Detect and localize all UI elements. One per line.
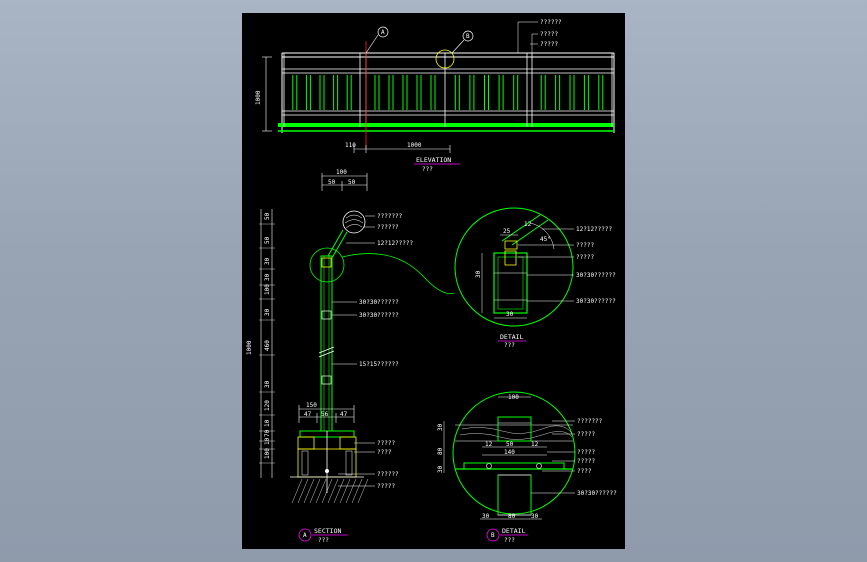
- section-left-dim: 30: [264, 380, 271, 388]
- detail-a-callout-circle: [309, 247, 345, 283]
- detail-b-callout-1: ???????: [577, 418, 603, 425]
- detail-a-dim-2: 12: [524, 221, 532, 228]
- section-callout-7: ?????: [377, 440, 395, 447]
- detail-a-callout-2: ?????: [576, 242, 594, 249]
- section-marker-circle: [298, 528, 312, 542]
- detail-a-dim-1: 25: [503, 228, 511, 235]
- detail-b-callout-5: ????: [577, 468, 592, 475]
- section-base-dim-1: 150: [306, 402, 317, 409]
- detail-b-marker-circle: [486, 528, 500, 542]
- detail-b-circle: [452, 391, 576, 515]
- section-base-dim-4: 47: [340, 411, 348, 418]
- elevation-callout-3: ?????: [540, 41, 558, 48]
- section-left-dim: 30: [264, 308, 271, 316]
- section-title: SECTION: [314, 527, 341, 535]
- section-callout-3: 12?12?????: [377, 240, 414, 247]
- marker-b-circle: [462, 30, 474, 42]
- detail-a-dim-3: 30: [475, 270, 482, 278]
- handrail-section-circle: [342, 210, 366, 234]
- detail-b-marker-label: B: [491, 532, 495, 539]
- cad-drawing: 1000 110 1000 A B ?????? ????? ????? ELE…: [246, 19, 617, 544]
- section-left-dim: 30: [264, 273, 271, 281]
- section-left-dim: 10: [264, 437, 271, 445]
- detail-a-title: DETAIL: [500, 333, 524, 341]
- section-left-dim: 100: [264, 448, 271, 459]
- detail-b-callout-4: ?????: [577, 458, 595, 465]
- section-base-dim-3: 56: [321, 411, 329, 418]
- section-callout-2: ??????: [377, 224, 399, 231]
- elevation-dim-left: 110: [345, 142, 356, 149]
- detail-b-dim-bottom-2: 80: [508, 513, 516, 520]
- detail-a-callout-3: ?????: [576, 254, 594, 261]
- detail-b-dim-bottom-3: 30: [531, 513, 539, 520]
- detail-b-dim-top-3: 50: [506, 441, 514, 448]
- marker-a-label: A: [381, 29, 385, 36]
- detail-b-callout-circle: [435, 49, 455, 69]
- marker-b-label: B: [466, 33, 470, 40]
- section-left-dim: 50: [264, 212, 271, 220]
- section-left-dim: 30: [264, 257, 271, 265]
- section-top-dim-1: 100: [336, 169, 347, 176]
- detail-a-dim-4: 30: [506, 311, 514, 318]
- detail-b-dim-top-1: 100: [508, 394, 519, 401]
- section-view: 100 50 50 505030301003046030120107010100…: [246, 169, 455, 544]
- section-callout-6: 15?15??????: [359, 361, 399, 368]
- section-callout-10: ?????: [377, 483, 395, 490]
- section-callout-1: ???????: [377, 213, 403, 220]
- section-overall-dim: 1000: [246, 340, 253, 355]
- detail-a-callout-4: 30?30??????: [576, 272, 616, 279]
- detail-b-dim-left-1: 30: [437, 423, 444, 431]
- detail-a-angle: 45°: [540, 236, 551, 243]
- section-left-dim: 10: [264, 419, 271, 427]
- elevation-title: ELEVATION: [416, 156, 451, 164]
- detail-b-dim-left-3: 30: [437, 465, 444, 473]
- section-left-dim: 100: [264, 284, 271, 295]
- section-callout-4: 30?30??????: [359, 299, 399, 306]
- detail-a-view: 25 12 45° 30 30 12?12????? ????? ????? 3…: [454, 207, 616, 349]
- section-callout-8: ????: [377, 449, 392, 456]
- detail-b-title: DETAIL: [502, 527, 526, 535]
- section-callout-9: ??????: [377, 471, 399, 478]
- cad-drawing-sheet: 1000 110 1000 A B ?????? ????? ????? ELE…: [242, 13, 625, 549]
- detail-b-callout-6: 30?30??????: [577, 490, 617, 497]
- section-top-dim-2: 50: [328, 179, 336, 186]
- section-top-dim-3: 50: [348, 179, 356, 186]
- detail-b-callout-3: ?????: [577, 449, 595, 456]
- elevation-callout-1: ??????: [540, 19, 562, 26]
- section-left-dim: 120: [264, 400, 271, 411]
- detail-b-dim-bottom-1: 30: [482, 513, 490, 520]
- section-callout-5: 30?30??????: [359, 312, 399, 319]
- detail-a-callout-1: 12?12?????: [576, 226, 613, 233]
- detail-b-dim-left-2: 80: [437, 447, 444, 455]
- section-subtitle: ???: [318, 537, 329, 544]
- elevation-dim-span: 1000: [407, 142, 422, 149]
- section-left-dim: 70: [264, 429, 271, 437]
- section-left-dim: 50: [264, 236, 271, 244]
- detail-b-callout-2: ?????: [577, 431, 595, 438]
- detail-a-subtitle: ???: [504, 342, 515, 349]
- section-base-dim-2: 47: [304, 411, 312, 418]
- section-marker-label: A: [303, 532, 307, 539]
- detail-b-subtitle: ???: [504, 537, 515, 544]
- detail-a-circle: [454, 207, 574, 327]
- detail-b-dim-top-2: 12: [485, 441, 493, 448]
- section-left-dim: 460: [264, 340, 271, 351]
- elevation-callout-2: ?????: [540, 31, 558, 38]
- elevation-height-dim: 1000: [255, 90, 262, 105]
- elevation-subtitle: ???: [422, 166, 433, 173]
- detail-a-callout-5: 30?30??????: [576, 298, 616, 305]
- detail-b-view: 100 12 50 12 140 30 80 30 30 80 30 ?????…: [437, 391, 617, 544]
- marker-a-circle: [377, 26, 389, 38]
- detail-b-dim-top-4: 12: [531, 441, 539, 448]
- elevation-view: 1000 110 1000 A B ?????? ????? ????? ELE…: [255, 19, 615, 173]
- detail-b-dim-top-5: 140: [504, 449, 515, 456]
